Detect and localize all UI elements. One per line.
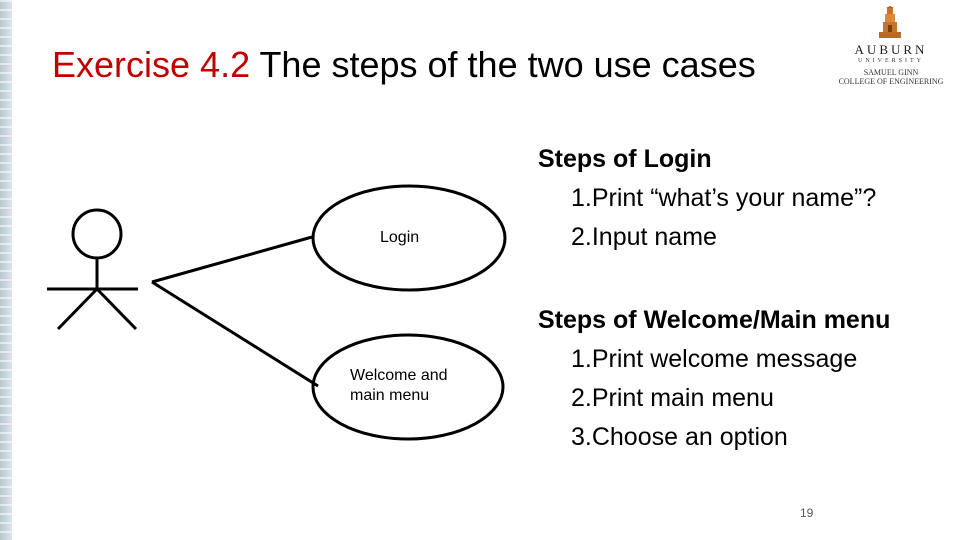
logo-samuel-ginn-text: SAMUEL GINN (863, 68, 919, 77)
actor-head (71, 208, 123, 260)
page-number: 19 (800, 506, 814, 520)
steps-welcome-item-2: 2.Print main menu (571, 384, 774, 412)
side-decoration-strip (0, 0, 12, 540)
steps-welcome-heading: Steps of Welcome/Main menu (538, 306, 891, 334)
slide-title: Exercise 4.2 The steps of the two use ca… (52, 44, 756, 86)
use-case-welcome-label: Welcome and main menu (350, 367, 448, 404)
steps-login-item-1: 1.Print “what’s your name”? (571, 184, 877, 212)
use-case-login-ellipse[interactable] (311, 184, 507, 292)
association-login (151, 235, 313, 284)
steps-login: Steps of Login 1.Print “what’s your name… (538, 140, 876, 257)
actor-left-leg (56, 287, 99, 331)
association-welcome (151, 280, 319, 388)
logo-university-text: UNIVERSITY (858, 58, 924, 64)
title-rest: The steps of the two use cases (250, 44, 756, 85)
logo-college-engineering-text: COLLEGE OF ENGINEERING (838, 77, 944, 86)
steps-welcome-item-1: 1.Print welcome message (571, 345, 858, 373)
steps-welcome-item-3: 3.Choose an option (571, 423, 788, 451)
actor-right-leg (95, 287, 138, 331)
steps-login-item-2: 2.Input name (571, 223, 717, 251)
logo-auburn-text: AUBURN (854, 42, 928, 57)
steps-login-heading: Steps of Login (538, 145, 712, 173)
title-highlight: Exercise 4.2 (52, 44, 251, 85)
auburn-tower-icon (879, 6, 901, 38)
stick-figure-actor-icon (47, 208, 138, 331)
steps-welcome: Steps of Welcome/Main menu 1.Print welco… (538, 301, 890, 457)
use-case-login-label: Login (380, 229, 420, 246)
use-case-welcome-ellipse[interactable] (311, 333, 505, 441)
